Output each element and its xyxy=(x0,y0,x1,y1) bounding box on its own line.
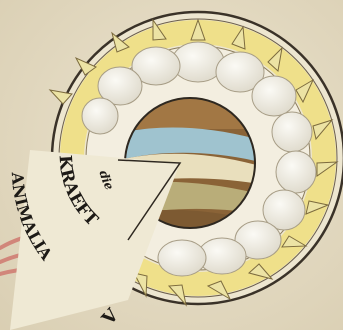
engraving-illustration: KRAEFT die ANIMALIA V xyxy=(0,0,343,330)
engraving-canvas: KRAEFT die ANIMALIA V xyxy=(0,0,343,330)
